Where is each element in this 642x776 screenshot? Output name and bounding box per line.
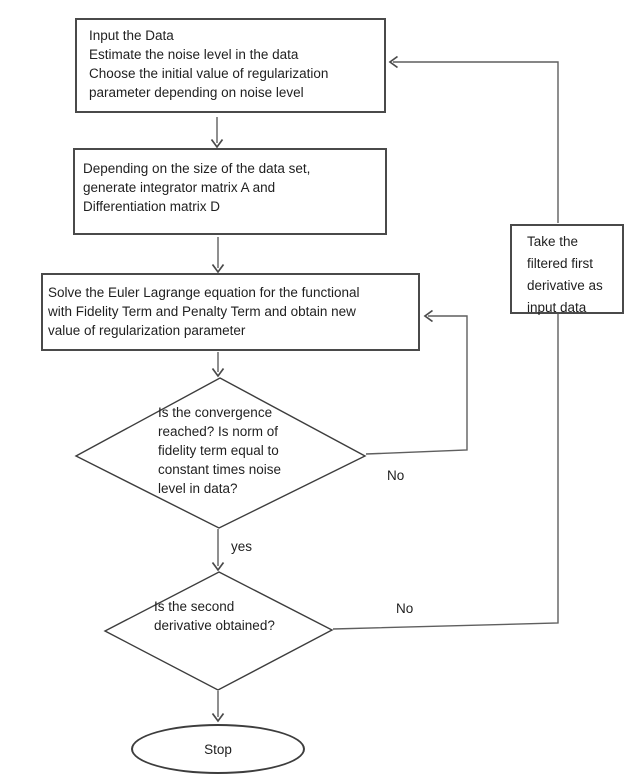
terminator-stop-label: Stop [204, 741, 232, 757]
label-yes-convergence: yes [231, 539, 253, 554]
text-line: Differentiation matrix D [83, 199, 221, 214]
arrow-solve-to-convergence [211, 352, 225, 378]
text-line: parameter depending on noise level [89, 85, 304, 100]
label-no-second-derivative: No [396, 601, 414, 616]
process-box-generate-matrices [73, 148, 387, 235]
arrow-second-derivative-to-stop [211, 691, 225, 723]
process-box-generate-matrices-text: Depending on the size of the data set, g… [83, 159, 310, 216]
process-box-filtered-derivative-text: Take the filtered first derivative as in… [527, 231, 603, 319]
arrowhead-down-icon [211, 561, 225, 572]
text-line: Estimate the noise level in the data [89, 47, 299, 62]
text-line: with Fidelity Term and Penalty Term and … [48, 304, 356, 319]
arrow-generate-to-solve [211, 237, 225, 274]
text-line: Input the Data [89, 28, 174, 43]
text-line: fidelity term equal to [158, 443, 279, 458]
arrowhead-down-icon [211, 367, 225, 378]
text-line: input data [527, 300, 587, 315]
arrowhead-left-icon [388, 55, 399, 69]
arrow-input-to-generate [210, 117, 224, 149]
text-line: Solve the Euler Lagrange equation for th… [48, 285, 360, 300]
text-line: derivative obtained? [154, 618, 275, 633]
decision-diamond-second-derivative [103, 571, 334, 691]
arrow-filtered-to-input [388, 55, 559, 223]
arrow-convergence-yes [211, 529, 225, 572]
text-line: generate integrator matrix A and [83, 180, 276, 195]
text-line: level in data? [158, 481, 238, 496]
label-no-convergence: No [387, 468, 405, 483]
terminator-stop: Stop [131, 724, 305, 774]
arrowhead-down-icon [211, 712, 225, 723]
line-second-derivative-no [332, 314, 559, 630]
text-line: constant times noise [158, 462, 282, 477]
text-line: derivative as [527, 278, 603, 293]
process-box-solve-euler-lagrange-text: Solve the Euler Lagrange equation for th… [48, 283, 359, 340]
process-box-input-data-text: Input the Data Estimate the noise level … [89, 26, 328, 102]
text-line: filtered first [527, 256, 594, 271]
text-line: Is the second [154, 599, 235, 614]
arrowhead-down-icon [210, 138, 224, 149]
text-line: Depending on the size of the data set, [83, 161, 311, 176]
arrow-convergence-no-loop [365, 309, 468, 455]
arrowhead-left-icon [423, 309, 434, 323]
arrowhead-down-icon [211, 263, 225, 274]
text-line: reached? Is norm of [158, 424, 279, 439]
process-box-solve-euler-lagrange [41, 273, 420, 351]
text-line: value of regularization parameter [48, 323, 246, 338]
decision-diamond-convergence [74, 377, 367, 529]
process-box-filtered-derivative [510, 224, 624, 314]
text-line: Is the convergence [158, 405, 273, 420]
process-box-input-data [75, 18, 386, 113]
text-line: Take the [527, 234, 579, 249]
decision-convergence-text: Is the convergence reached? Is norm of f… [158, 403, 281, 498]
text-line: Choose the initial value of regularizati… [89, 66, 329, 81]
decision-second-derivative-text: Is the second derivative obtained? [154, 597, 275, 635]
